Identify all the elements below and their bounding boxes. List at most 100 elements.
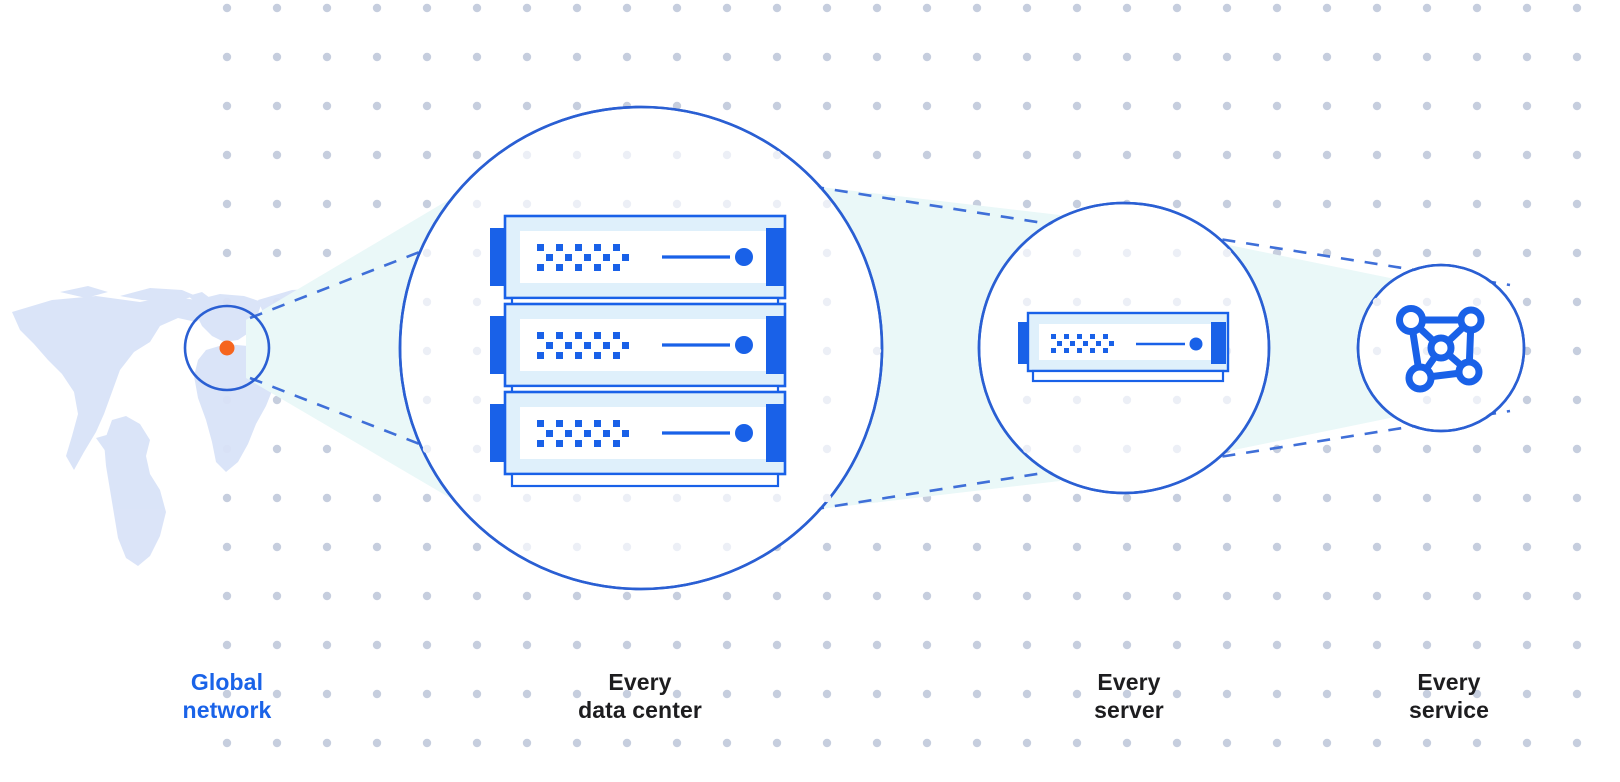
grid-dot	[1122, 52, 1132, 62]
grid-dot	[1072, 689, 1082, 699]
grid-dot	[1222, 248, 1232, 258]
grid-dot	[1172, 738, 1182, 748]
grid-dot	[572, 542, 582, 552]
grid-dot	[622, 493, 632, 503]
grid-dot	[1322, 150, 1332, 160]
grid-dot	[572, 52, 582, 62]
grid-dot	[1472, 297, 1482, 307]
grid-dot	[1322, 493, 1332, 503]
grid-dot	[1422, 297, 1432, 307]
grid-dot	[1572, 591, 1582, 601]
rack-unit-1-leds	[537, 244, 629, 271]
grid-dot	[272, 101, 282, 111]
grid-dot	[1422, 3, 1432, 13]
disc-data-center-ring	[398, 105, 884, 591]
grid-dot	[972, 689, 982, 699]
grid-dot	[522, 150, 532, 160]
focus-circle-global	[183, 304, 271, 392]
grid-dot	[1522, 150, 1532, 160]
grid-dot	[472, 346, 482, 356]
grid-dot	[1122, 3, 1132, 13]
grid-dot	[1322, 101, 1332, 111]
grid-dot	[772, 199, 782, 209]
grid-dot	[922, 591, 932, 601]
grid-dot	[422, 248, 432, 258]
rack-unit-1	[490, 214, 787, 312]
grid-dot	[1122, 248, 1132, 258]
grid-dot	[1172, 297, 1182, 307]
grid-dot	[522, 591, 532, 601]
grid-dot	[822, 199, 832, 209]
grid-dot	[772, 493, 782, 503]
grid-dot	[872, 101, 882, 111]
grid-dot	[1472, 591, 1482, 601]
grid-dot	[822, 346, 832, 356]
grid-dot	[1222, 199, 1232, 209]
grid-dot	[1322, 640, 1332, 650]
grid-dot	[422, 689, 432, 699]
grid-dot	[472, 640, 482, 650]
grid-dot	[872, 738, 882, 748]
grid-dot	[672, 52, 682, 62]
grid-dot	[1022, 150, 1032, 160]
grid-dot	[222, 101, 232, 111]
grid-dot	[1572, 3, 1582, 13]
grid-dot	[422, 640, 432, 650]
grid-dot	[772, 738, 782, 748]
grid-dot	[472, 199, 482, 209]
grid-dot	[1372, 493, 1382, 503]
grid-dot	[1072, 3, 1082, 13]
grid-dot	[1522, 591, 1532, 601]
grid-dot	[1272, 3, 1282, 13]
grid-dot	[1322, 689, 1332, 699]
grid-dot	[422, 542, 432, 552]
grid-dot	[272, 738, 282, 748]
grid-dot	[472, 591, 482, 601]
grid-dot	[1572, 346, 1582, 356]
grid-dot	[1222, 3, 1232, 13]
grid-dot	[922, 689, 932, 699]
grid-dot	[272, 591, 282, 601]
grid-dot	[1222, 493, 1232, 503]
grid-dot	[372, 640, 382, 650]
grid-dot	[1022, 297, 1032, 307]
grid-dot	[372, 3, 382, 13]
grid-dot	[822, 542, 832, 552]
grid-dot	[522, 738, 532, 748]
grid-dot	[1222, 150, 1232, 160]
grid-dot	[922, 738, 932, 748]
grid-dot	[822, 101, 832, 111]
grid-dot	[1172, 52, 1182, 62]
grid-dot	[1472, 640, 1482, 650]
grid-dot	[572, 101, 582, 111]
grid-dot	[1472, 101, 1482, 111]
grid-dot	[272, 52, 282, 62]
grid-dot	[1072, 542, 1082, 552]
grid-dot	[1222, 591, 1232, 601]
grid-dot	[1522, 444, 1532, 454]
grid-dot	[1172, 395, 1182, 405]
grid-dot	[422, 150, 432, 160]
grid-dot	[672, 689, 682, 699]
grid-dot	[372, 542, 382, 552]
grid-dot	[222, 3, 232, 13]
grid-dot	[472, 52, 482, 62]
rack-unit-2-leds	[537, 332, 629, 359]
grid-dot	[322, 542, 332, 552]
grid-dot	[1522, 3, 1532, 13]
grid-dot	[1372, 346, 1382, 356]
grid-dot	[722, 199, 732, 209]
grid-dot	[1372, 640, 1382, 650]
rack-unit-3	[490, 390, 787, 488]
grid-dot	[972, 52, 982, 62]
grid-dot	[572, 150, 582, 160]
grid-dot	[672, 493, 682, 503]
grid-dot	[1472, 444, 1482, 454]
grid-dot	[472, 101, 482, 111]
grid-dot	[1422, 248, 1432, 258]
grid-dot	[222, 738, 232, 748]
grid-dot	[1522, 542, 1532, 552]
grid-dot	[1422, 591, 1432, 601]
grid-dot	[622, 3, 632, 13]
grid-dot	[222, 248, 232, 258]
